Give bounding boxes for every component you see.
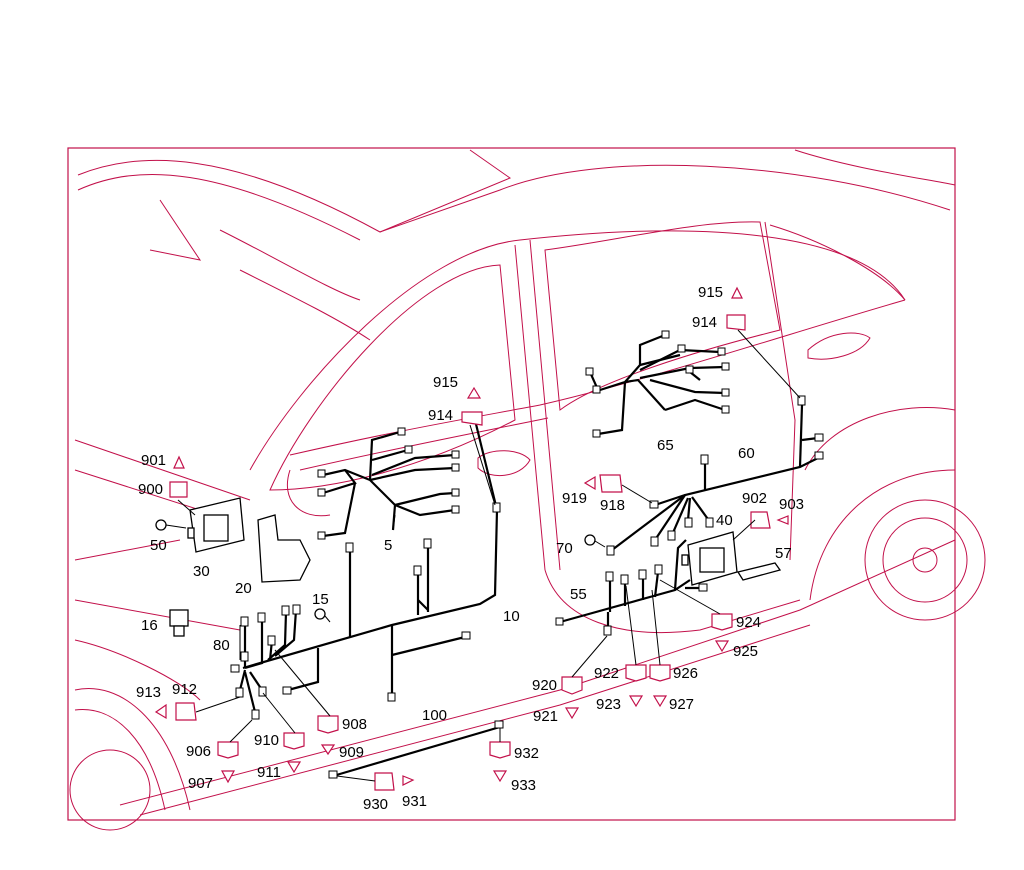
label-927: 927 [669,696,694,713]
label-70: 70 [556,540,573,557]
label-910: 910 [254,732,279,749]
rear-harness-connectors [555,395,824,636]
label-926: 926 [673,665,698,682]
label-901: 901 [141,452,166,469]
rear-door-connectors [585,330,730,438]
part-16 [169,609,189,637]
label-903: 903 [779,496,804,513]
front-door-harness [322,430,456,538]
label-921: 921 [533,708,558,725]
label-923: 923 [596,696,621,713]
label-30: 30 [193,563,210,580]
rear-door-harness [588,333,726,436]
label-60: 60 [738,445,755,462]
label-919: 919 [562,490,587,507]
label-57: 57 [775,545,792,562]
label-100: 100 [422,707,447,724]
label-911: 911 [257,764,281,781]
label-900: 900 [138,481,163,498]
rear-harness [559,404,819,628]
label-15: 15 [312,591,329,608]
label-65: 65 [657,437,674,454]
label-20: 20 [235,580,252,597]
diagram-border [67,147,956,821]
label-906: 906 [186,743,211,760]
label-80: 80 [213,637,230,654]
bracket-20 [257,514,311,583]
reference-labels: 5 10 15 16 20 30 40 50 55 57 60 65 70 80… [136,284,804,813]
label-914-rear: 914 [692,314,717,331]
label-902: 902 [742,490,767,507]
label-922: 922 [594,665,619,682]
label-915-front: 915 [433,374,458,391]
label-912: 912 [172,681,197,698]
label-913: 913 [136,684,161,701]
bolt-70 [584,534,606,548]
harness-100 [328,720,504,779]
label-931: 931 [402,793,427,810]
label-918: 918 [600,497,625,514]
label-908: 908 [342,716,367,733]
label-930: 930 [363,796,388,813]
label-909: 909 [339,744,364,761]
bolt-50 [155,519,187,531]
label-10: 10 [503,608,520,625]
label-40: 40 [716,512,733,529]
control-module-30 [187,497,245,553]
label-914-front: 914 [428,407,453,424]
label-920: 920 [532,677,557,694]
leader-lines [177,329,801,782]
label-16: 16 [141,617,158,634]
bolt-15 [314,608,331,623]
main-floor-connectors [230,502,501,720]
control-module-40 [681,531,738,586]
main-floor-harness [238,419,499,713]
label-5: 5 [384,537,392,554]
label-925: 925 [733,643,758,660]
label-924: 924 [736,614,761,631]
label-933: 933 [511,777,536,794]
label-55: 55 [570,586,587,603]
car-body-outline [69,149,986,831]
plug-connectors [154,286,789,791]
label-907: 907 [188,775,213,792]
part-57 [736,562,782,581]
label-915-rear: 915 [698,284,723,301]
label-50: 50 [150,537,167,554]
label-932: 932 [514,745,539,762]
front-door-connectors [317,427,460,540]
